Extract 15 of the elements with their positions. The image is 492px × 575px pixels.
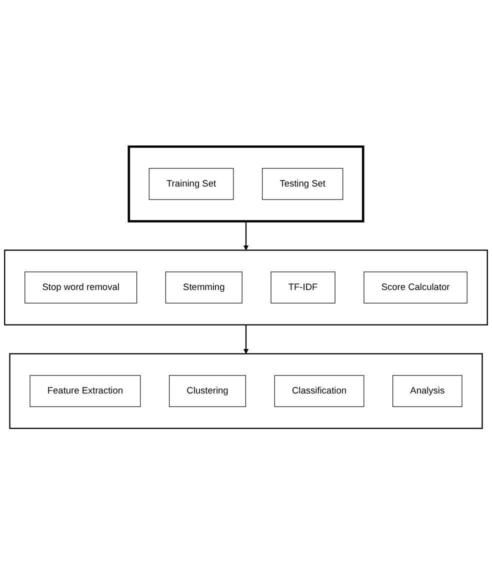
node-box: TF-IDF xyxy=(270,272,336,304)
node-box: Training Set xyxy=(148,168,234,200)
cluster xyxy=(4,250,488,326)
node-box: Stemming xyxy=(165,272,242,304)
node-box: Analysis xyxy=(392,375,462,407)
arrow xyxy=(243,221,249,250)
node-box: Stop word removal xyxy=(24,272,138,304)
arrow xyxy=(243,324,249,354)
node-box: Feature Extraction xyxy=(30,375,141,407)
cluster xyxy=(128,145,364,222)
node-box: Score Calculator xyxy=(364,272,468,304)
node-box: Classification xyxy=(274,375,364,407)
node-box: Clustering xyxy=(169,375,246,407)
cluster xyxy=(9,353,483,429)
node-box: Testing Set xyxy=(262,168,344,200)
